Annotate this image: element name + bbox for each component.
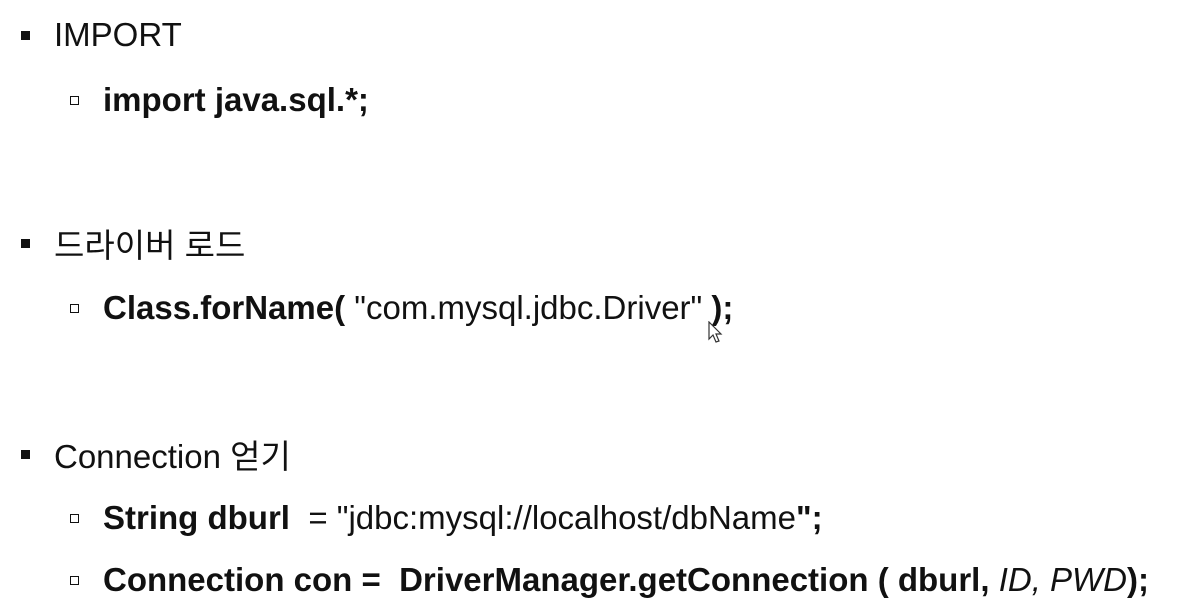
code-line-get-connection: Connection con = DriverManager.getConnec… — [0, 558, 1149, 602]
code-text-args: ID, PWD — [998, 561, 1128, 598]
section-heading-connection: Connection 얻기 — [0, 433, 291, 475]
heading-text: IMPORT — [54, 16, 182, 53]
code-text-end: ); — [1127, 561, 1149, 598]
hollow-square-bullet-icon — [70, 575, 79, 585]
square-bullet-icon — [21, 30, 30, 40]
heading-text: 드라이버 로드 — [54, 227, 246, 264]
hollow-square-bullet-icon — [70, 513, 79, 523]
section-heading-driver-load: 드라이버 로드 — [0, 222, 245, 264]
square-bullet-icon — [21, 449, 30, 459]
heading-text: Connection 얻기 — [54, 438, 291, 475]
code-line-class-forname: Class.forName( "com.mysql.jdbc.Driver" )… — [0, 286, 733, 330]
code-text-string: = "jdbc:mysql://localhost/dbName — [289, 499, 797, 536]
code-text: import java.sql.*; — [103, 81, 369, 118]
code-text-string: "com.mysql.jdbc.Driver" — [345, 289, 712, 326]
mouse-pointer-icon — [708, 321, 723, 343]
code-text-end: "; — [796, 499, 823, 536]
code-text-method: Class.forName( — [103, 289, 346, 326]
code-line-import: import java.sql.*; — [0, 78, 369, 122]
section-heading-import: IMPORT — [0, 14, 182, 56]
code-text-close: ); — [711, 289, 734, 326]
code-line-dburl: String dburl = "jdbc:mysql://localhost/d… — [0, 496, 823, 540]
hollow-square-bullet-icon — [70, 303, 79, 313]
square-bullet-icon — [21, 238, 30, 248]
code-text-call: Connection con = DriverManager.getConnec… — [103, 561, 999, 598]
code-text-decl: String dburl — [103, 499, 290, 536]
hollow-square-bullet-icon — [70, 95, 79, 105]
